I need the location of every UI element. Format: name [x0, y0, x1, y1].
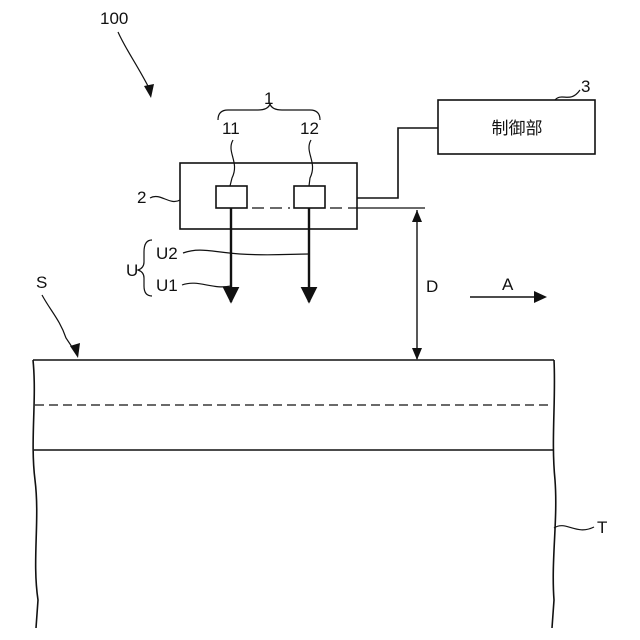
- sensor-group-label: 1: [264, 89, 273, 108]
- wave-2-leader: [183, 250, 309, 255]
- target-leader: [554, 526, 594, 530]
- target-left-edge: [33, 360, 38, 628]
- housing-leader: [150, 196, 180, 201]
- controller-wire: [357, 128, 438, 198]
- sensor-11-label: 11: [222, 119, 240, 138]
- wave-2-label: U2: [156, 244, 178, 263]
- controller-label: 3: [581, 77, 590, 96]
- sensor-11-box: [216, 186, 247, 208]
- wave-group-brace: [138, 240, 152, 296]
- wave-1-leader: [182, 283, 231, 287]
- surface-label: S: [36, 273, 47, 292]
- distance-arrow-top: [412, 210, 422, 222]
- housing-box: [180, 163, 357, 229]
- controller-leader: [555, 90, 580, 100]
- controller-text: 制御部: [492, 119, 543, 139]
- sensor-12-label: 12: [300, 119, 319, 138]
- target-right-edge: [552, 360, 556, 628]
- wave-1-label: U1: [156, 276, 178, 295]
- wave-group-label: U: [126, 261, 138, 280]
- system-leader-line: [118, 32, 150, 90]
- distance-label: D: [426, 277, 438, 296]
- target-label: T: [597, 518, 607, 537]
- distance-arrow-bottom: [412, 348, 422, 360]
- system-leader-arrowhead: [144, 84, 154, 98]
- housing-label: 2: [137, 188, 146, 207]
- surface-leader: [42, 295, 74, 350]
- direction-arrowhead: [534, 291, 547, 303]
- sensor-group-brace: [218, 104, 320, 120]
- system-label: 100: [100, 9, 128, 28]
- sensor-12-box: [294, 186, 325, 208]
- direction-label: A: [502, 275, 514, 294]
